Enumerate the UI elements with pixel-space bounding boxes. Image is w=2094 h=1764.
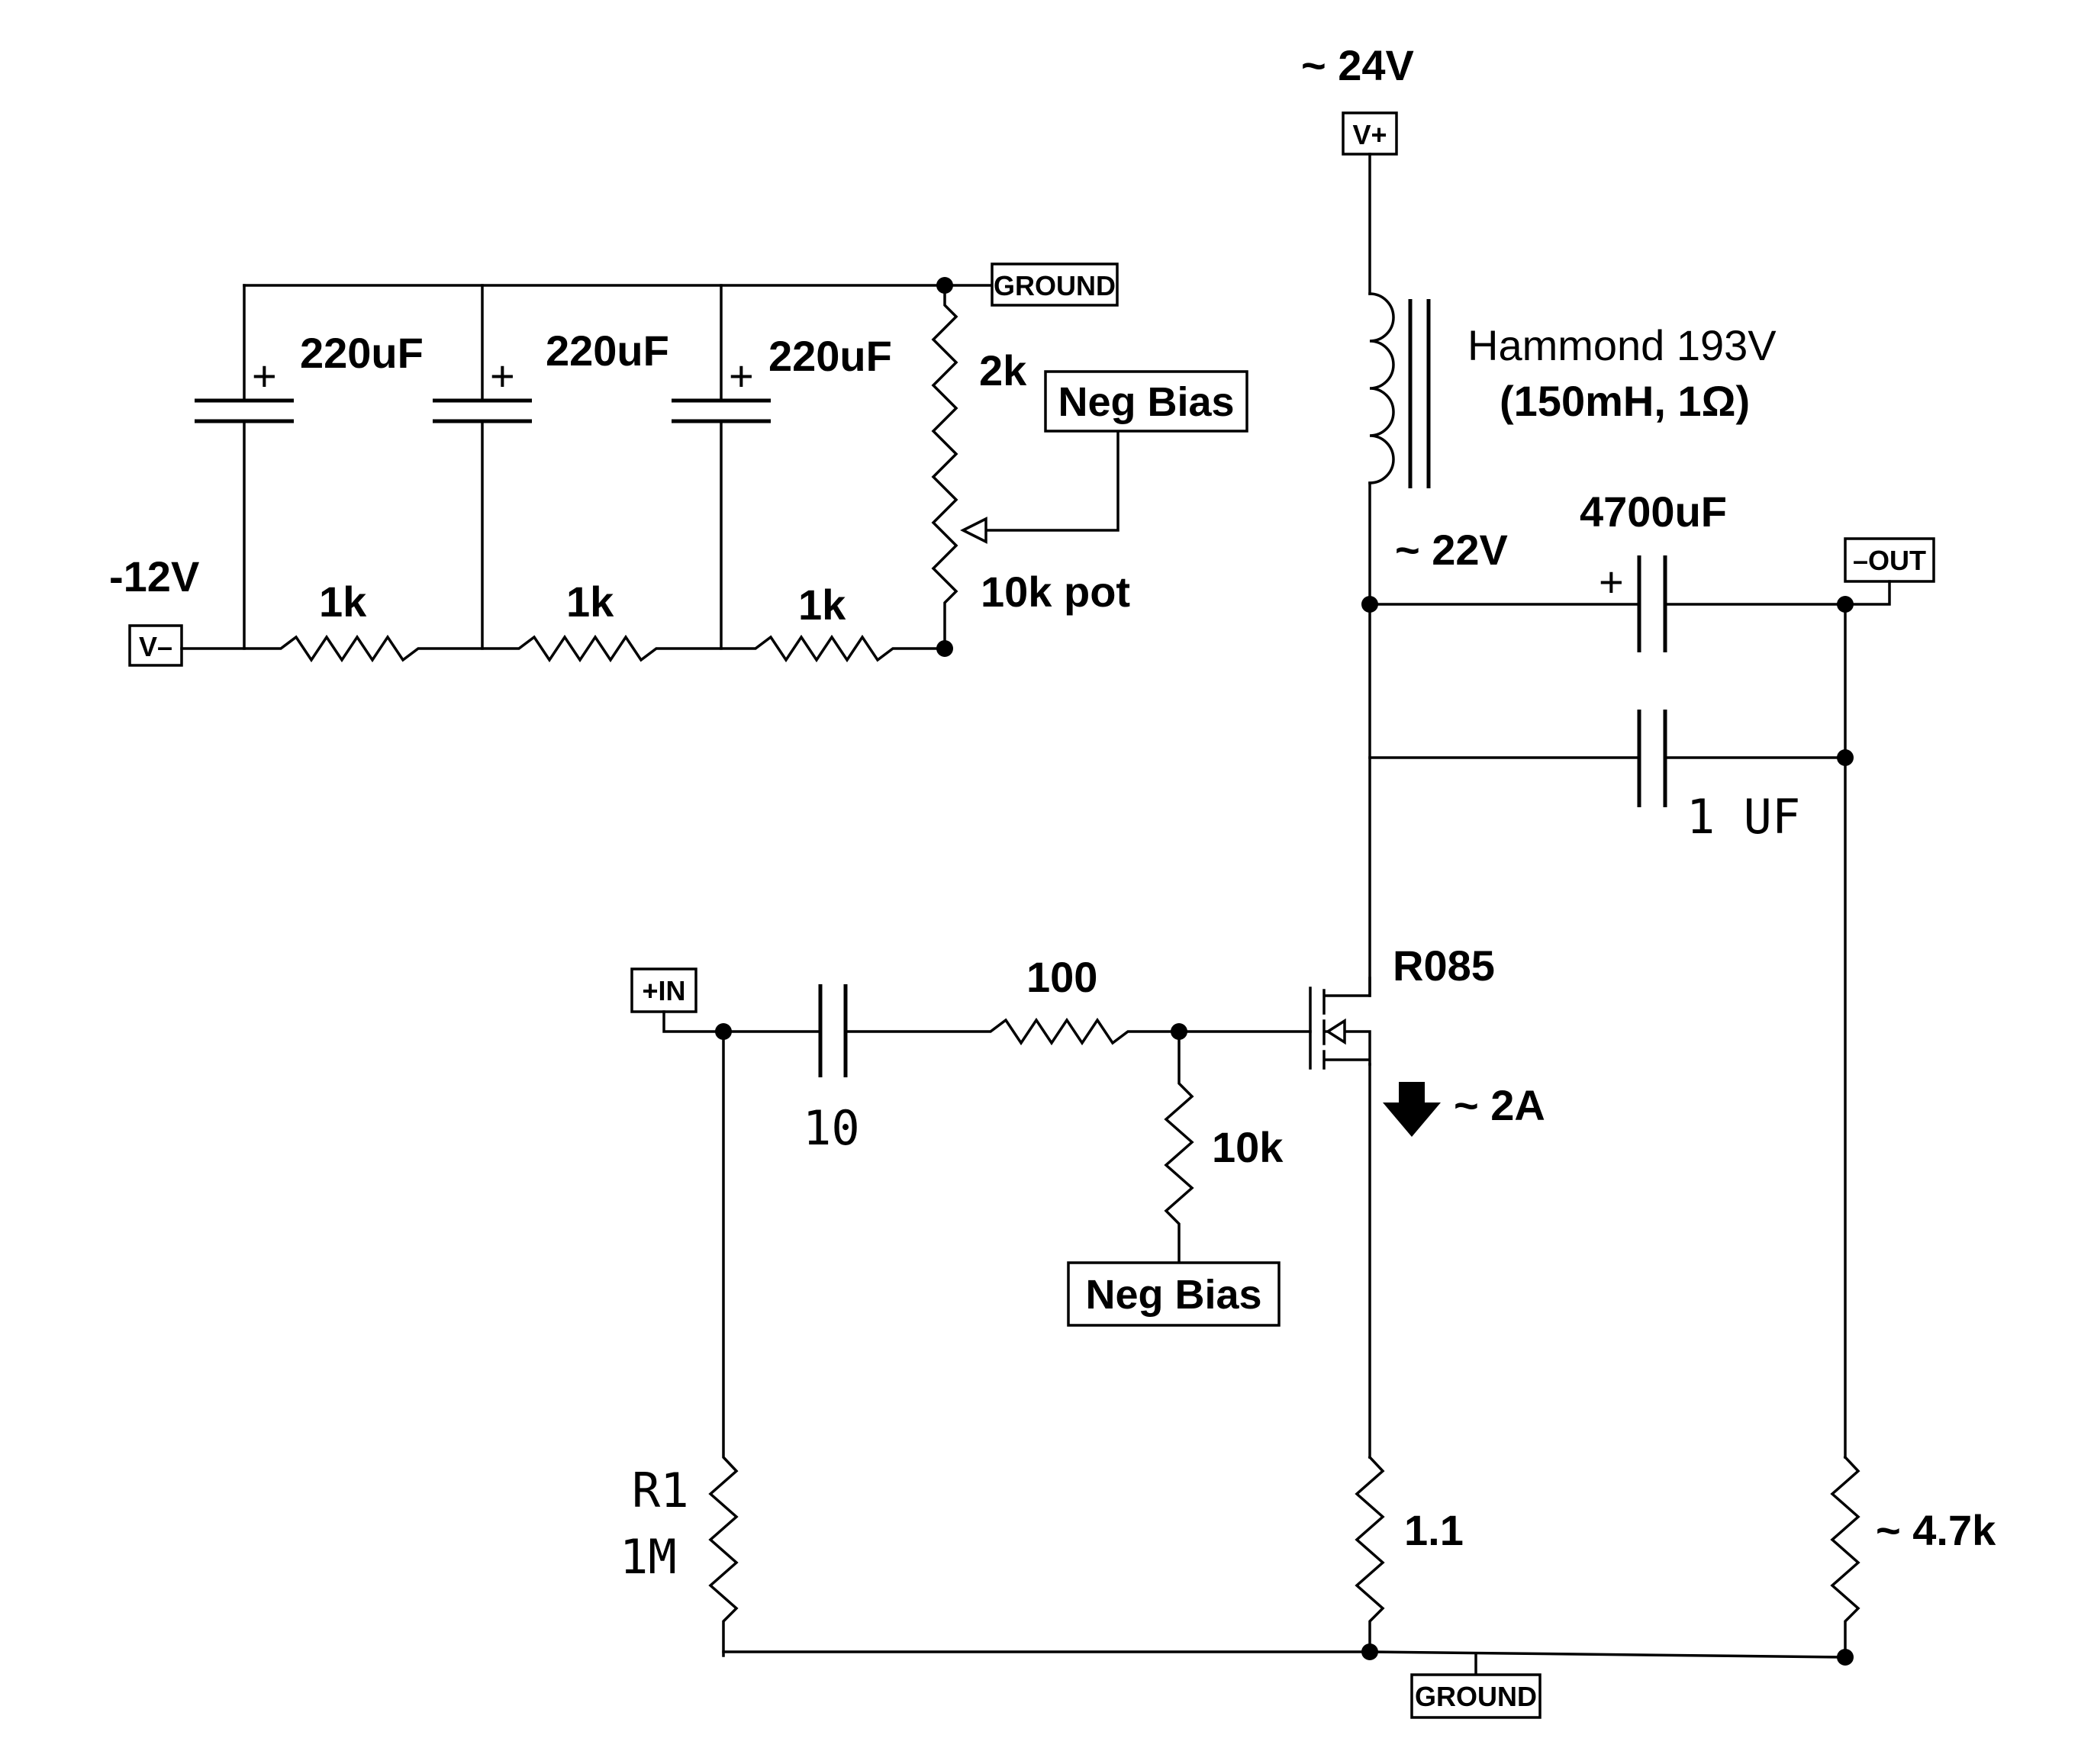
cap-a-label: 220uF xyxy=(300,329,424,377)
ground-rail-bottom: GROUND xyxy=(722,1643,1854,1719)
mosfet-arrow xyxy=(1325,1018,1346,1045)
inductor-coils xyxy=(1368,292,1395,484)
ground-bottom-port[interactable] xyxy=(1410,1673,1542,1719)
current-arrow-icon xyxy=(1383,1082,1441,1137)
cap-b-label: 220uF xyxy=(546,327,669,375)
pot-label: 10k pot xyxy=(981,568,1130,616)
neg-bias-bottom-label: Neg Bias xyxy=(1085,1272,1261,1318)
r1-value-label: 1M xyxy=(620,1529,677,1585)
neg-bias-top-port[interactable] xyxy=(1044,370,1248,433)
vminus-port[interactable] xyxy=(128,624,183,667)
bias-supply: V– -12V 1k 1k 1k + 220uF + 220uF + 220uF… xyxy=(109,262,1248,667)
cap-a-plates xyxy=(195,398,294,423)
out-cap-plates xyxy=(1637,555,1667,652)
plus-in-port[interactable] xyxy=(630,967,697,1013)
junction-dot xyxy=(1361,1643,1378,1660)
inductor-core xyxy=(1408,299,1431,488)
res-a-label: 1k xyxy=(319,578,367,626)
cap-c-plates xyxy=(672,398,771,423)
vminus-port-label: V– xyxy=(139,631,172,662)
res-b-label: 1k xyxy=(566,578,614,626)
ground-bottom-label: GROUND xyxy=(1415,1681,1537,1712)
out-cap-plus: + xyxy=(1599,558,1624,606)
r1-name-label: R1 xyxy=(632,1463,689,1518)
mosfet-body xyxy=(1309,977,1371,1070)
junction-dot xyxy=(1837,1649,1854,1666)
input-cap-plates xyxy=(818,984,848,1077)
output-stage: ~ 24V V+ Hammond 193V (150mH, 1Ω) ~ 22V … xyxy=(1301,41,1996,1657)
input-stage: +IN 10 100 10k Neg Bias R1 1M xyxy=(620,953,1312,1657)
vplus-port-label: V+ xyxy=(1352,119,1387,150)
source-res-label: 1.1 xyxy=(1404,1506,1464,1554)
source-resistor xyxy=(1355,1455,1385,1657)
load-res-label: ~ 4.7k xyxy=(1876,1506,1996,1554)
gate-res-label: 100 xyxy=(1026,953,1097,1001)
minus-out-port[interactable] xyxy=(1844,537,1935,583)
r1-resistor xyxy=(708,1030,739,1657)
transformer-spec: (150mH, 1Ω) xyxy=(1500,377,1750,425)
load-resistor xyxy=(1830,1455,1860,1657)
cap-a-plus: + xyxy=(252,352,277,400)
supply-voltage-label: ~ 24V xyxy=(1301,41,1414,89)
transformer-name: Hammond 193V xyxy=(1467,321,1777,369)
ground-top-label: GROUND xyxy=(994,270,1116,301)
bypass-cap-label: 1 UF xyxy=(1686,789,1800,845)
input-cap-label: 10 xyxy=(803,1100,860,1156)
ground-bottom-wire xyxy=(722,1650,1847,1659)
plus-in-label: +IN xyxy=(642,975,685,1006)
junction-dot xyxy=(1361,596,1378,613)
minus-out-label: –OUT xyxy=(1853,545,1926,576)
res-c-label: 1k xyxy=(798,581,846,629)
res-2k-label: 2k xyxy=(979,346,1027,394)
mosfet-label: R085 xyxy=(1393,942,1495,990)
minus-out-wire xyxy=(1844,580,1891,606)
bias-resistor xyxy=(1164,1030,1194,1264)
cap-b-plates xyxy=(433,398,532,423)
cap-b-plus: + xyxy=(490,352,515,400)
drain-voltage-label: ~ 22V xyxy=(1395,526,1508,574)
bias-bottom-wire xyxy=(180,634,946,663)
wiper-arrow xyxy=(960,517,987,544)
input-wire xyxy=(662,1010,1312,1046)
current-label: ~ 2A xyxy=(1454,1081,1545,1129)
vplus-port[interactable] xyxy=(1342,111,1398,156)
bias-res-label: 10k xyxy=(1212,1123,1284,1171)
cap-c-plus: + xyxy=(729,352,754,400)
out-cap-label: 4700uF xyxy=(1580,488,1727,536)
bypass-cap-plates xyxy=(1637,710,1667,807)
wiper-wire xyxy=(983,430,1119,532)
ground-top-port[interactable] xyxy=(991,262,1119,307)
pot-resistor xyxy=(931,284,958,650)
neg-bias-top-label: Neg Bias xyxy=(1058,379,1234,425)
neg-bias-bottom-port[interactable] xyxy=(1067,1261,1281,1327)
cap-c-label: 220uF xyxy=(768,332,892,380)
neg-voltage-label: -12V xyxy=(109,552,199,600)
